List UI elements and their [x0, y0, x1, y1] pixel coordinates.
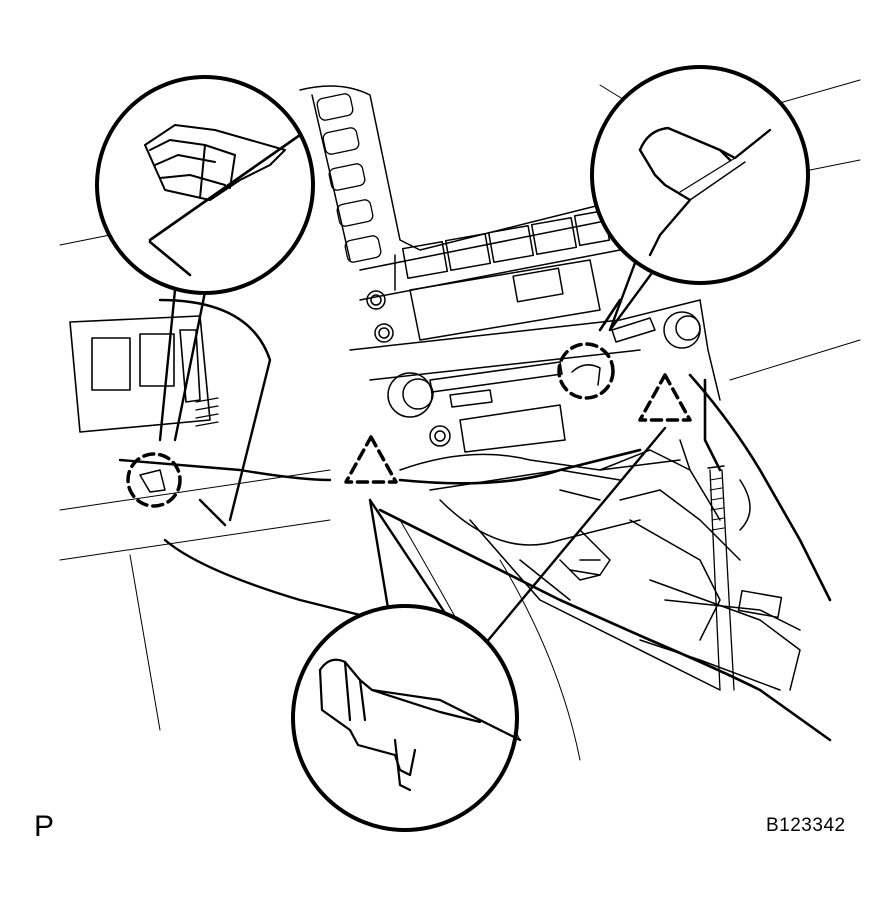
- lower-finish-panel: [118, 298, 382, 622]
- dashed-circle-marker-right: [557, 342, 615, 400]
- vent-slots: [195, 397, 219, 427]
- dashed-triangle-marker-center: [344, 435, 398, 484]
- marker-claw-details: [139, 364, 601, 493]
- threaded-stud: [709, 477, 725, 531]
- dashed-triangle-marker-right: [638, 373, 692, 422]
- center-cluster-panel: [299, 85, 721, 453]
- dashed-circle-marker-left: [126, 452, 182, 508]
- console-side-trim: [378, 298, 832, 742]
- zoom-circle-clip-center: [291, 604, 522, 832]
- air-vent-slats: [316, 93, 382, 263]
- zoom-circle-claw-right: [590, 65, 810, 285]
- zoom-circle-claw-left: [95, 75, 315, 295]
- leader-lines: [158, 253, 667, 652]
- callout-markers: [126, 342, 692, 508]
- drawing-code-label: B123342: [766, 815, 846, 836]
- view-letter-label: P: [34, 810, 55, 843]
- audio-buttons: [401, 209, 611, 279]
- lower-switch-panel: [69, 315, 219, 433]
